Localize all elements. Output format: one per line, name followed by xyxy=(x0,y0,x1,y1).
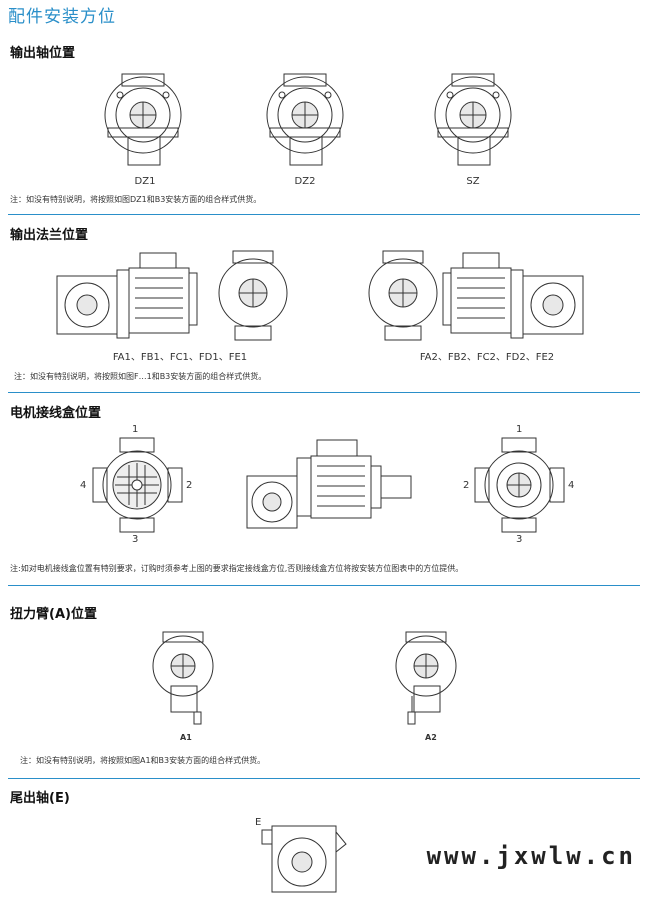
section-divider xyxy=(8,778,640,779)
terminal-position-3-right: 3 xyxy=(516,534,523,545)
torque-arm-drawing-a1 xyxy=(152,631,214,725)
label-a1: A1 xyxy=(180,733,192,742)
terminal-box-drawing-right xyxy=(474,437,565,533)
tail-shaft-drawing xyxy=(261,825,347,893)
terminal-position-1-left: 1 xyxy=(132,424,139,435)
section-divider xyxy=(8,585,640,586)
label-sz: SZ xyxy=(466,176,480,187)
label-flange-left: FA1、FB1、FC1、FD1、FE1 xyxy=(112,352,248,363)
label-dz1: DZ1 xyxy=(134,176,156,187)
page-title: 配件安装方位 xyxy=(8,7,116,27)
terminal-position-4-left: 4 xyxy=(80,480,87,491)
terminal-box-drawing-left xyxy=(92,437,183,533)
section-title-output-shaft: 输出轴位置 xyxy=(10,46,76,61)
flange-assembly-drawing-right xyxy=(368,250,584,341)
section-title-tail-shaft: 尾出轴(E) xyxy=(10,791,70,806)
gearbox-drawing-dz2 xyxy=(266,73,344,166)
terminal-position-2-right: 2 xyxy=(463,480,470,491)
section-divider xyxy=(8,392,640,393)
watermark: www.jxwlw.cn xyxy=(426,842,636,870)
terminal-position-4-right: 4 xyxy=(568,480,575,491)
section-title-terminal-box: 电机接线盒位置 xyxy=(10,406,102,421)
gearbox-drawing-sz xyxy=(434,73,512,166)
label-e: E xyxy=(255,817,262,828)
note-output-flange: 注：如没有特别说明，将按照如图F…1和B3安装方面的组合样式供货。 xyxy=(14,372,267,381)
label-dz2: DZ2 xyxy=(294,176,316,187)
note-output-shaft: 注：如没有特别说明，将按照如图DZ1和B3安装方面的组合样式供货。 xyxy=(10,195,262,204)
label-flange-right: FA2、FB2、FC2、FD2、FE2 xyxy=(419,352,555,363)
section-title-torque-arm: 扭力臂(A)位置 xyxy=(10,607,97,622)
label-a2: A2 xyxy=(425,733,437,742)
section-divider xyxy=(8,214,640,215)
gearmotor-drawing-center xyxy=(246,439,412,529)
terminal-position-3-left: 3 xyxy=(132,534,139,545)
terminal-position-2-left: 2 xyxy=(186,480,193,491)
gearbox-drawing-dz1 xyxy=(104,73,182,166)
note-torque-arm: 注：如没有特别说明，将按照如图A1和B3安装方面的组合样式供货。 xyxy=(20,756,266,765)
flange-assembly-drawing-left xyxy=(56,250,288,341)
note-terminal-box: 注:如对电机接线盒位置有特别要求，订购时须参考上图的要求指定接线盒方位,否则接线… xyxy=(10,564,464,573)
torque-arm-drawing-a2 xyxy=(395,631,457,725)
terminal-position-1-right: 1 xyxy=(516,424,523,435)
section-title-output-flange: 输出法兰位置 xyxy=(10,228,89,243)
